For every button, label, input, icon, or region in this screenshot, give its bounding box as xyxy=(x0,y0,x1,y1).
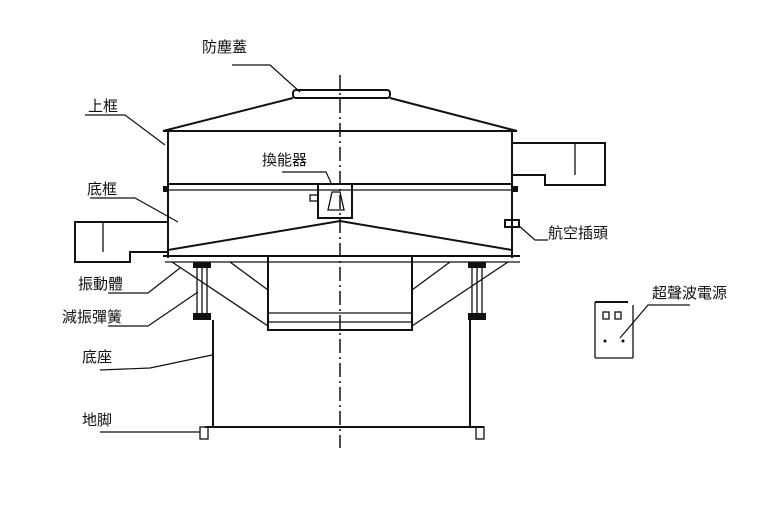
label-dust-cover: 防塵蓋 xyxy=(202,38,247,56)
leader-damping-spring xyxy=(108,291,199,327)
label-ultrasonic-power: 超聲波電源 xyxy=(652,284,727,302)
right-outlet xyxy=(512,142,606,186)
base xyxy=(199,320,485,440)
leader-vibrating-body xyxy=(108,267,181,294)
leader-base xyxy=(99,354,213,371)
ultrasonic-power-box xyxy=(594,301,634,359)
leader-bottom-frame xyxy=(90,197,179,223)
label-transducer: 換能器 xyxy=(262,151,307,169)
label-foot: 地脚 xyxy=(82,411,112,429)
dust-cover xyxy=(292,89,391,99)
label-aviation-plug: 航空插頭 xyxy=(548,224,608,242)
label-base: 底座 xyxy=(82,348,112,366)
leader-transducer xyxy=(282,171,333,186)
left-outlet xyxy=(74,221,168,263)
label-upper-frame: 上框 xyxy=(88,97,118,115)
label-vibrating-body: 振動體 xyxy=(78,275,123,293)
upper-frame xyxy=(162,97,518,258)
damping-springs xyxy=(193,262,486,320)
label-damping-spring: 減振彈簧 xyxy=(62,308,122,326)
leader-aviation-plug xyxy=(517,224,548,241)
aviation-plug xyxy=(504,219,520,228)
leader-power xyxy=(619,304,690,339)
leader-dust-cover xyxy=(232,64,301,93)
transducer xyxy=(309,183,353,219)
label-bottom-frame: 底框 xyxy=(87,180,117,198)
leader-upper-frame xyxy=(85,114,166,146)
vibrating-body xyxy=(171,255,509,331)
